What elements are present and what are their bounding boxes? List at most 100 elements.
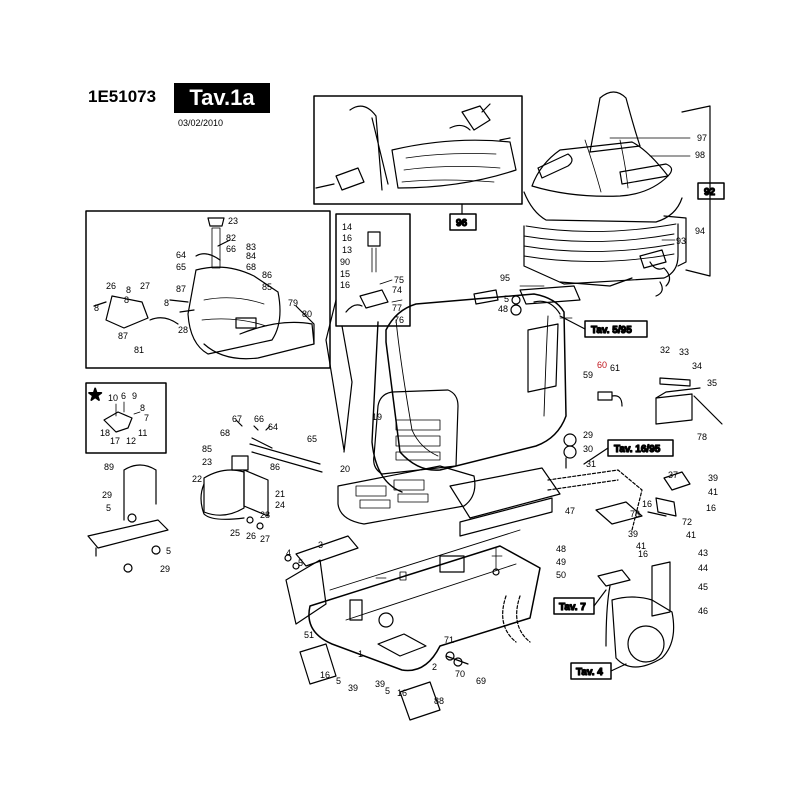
hood-drawing (371, 289, 573, 537)
part-number-label: 76 (394, 315, 404, 325)
drawing-code: 1E51073 (88, 87, 157, 106)
part-number-label: 20 (340, 464, 350, 474)
star-icon: ★ (88, 387, 103, 404)
part-number-label: 4 (286, 548, 291, 558)
plate-95 (519, 285, 581, 305)
part-number-label: 18 (100, 428, 110, 438)
part-number-label: 39 (628, 529, 638, 539)
part-number-label: 39 (708, 473, 718, 483)
part-number-label: 71 (444, 635, 454, 645)
drawing-date: 03/02/2010 (178, 118, 224, 128)
part-number-label: 5 (336, 676, 341, 686)
inset-seat-detail (313, 95, 523, 205)
part-number-label: 78 (697, 432, 707, 442)
part-number-label: 8 (124, 295, 129, 305)
part-number-label: 82 (226, 233, 236, 243)
part-number-label: 16 (320, 670, 330, 680)
bottom-fittings (284, 547, 503, 721)
part-number-label: 50 (556, 570, 566, 580)
hydraulic-tank-drawing (200, 419, 323, 530)
part-number-label: 27 (260, 534, 270, 544)
part-number-label: 8 (94, 303, 99, 313)
part-number-label: 13 (342, 245, 352, 255)
part-number-label: 79 (288, 298, 298, 308)
part-number-label: 29 (583, 430, 593, 440)
part-number-label: 45 (698, 582, 708, 592)
part-number-label: 59 (583, 370, 593, 380)
part-number-label: 7 (144, 413, 149, 423)
ref-tav-7: Tav. 7 (559, 602, 586, 613)
part-number-label: 39 (375, 679, 385, 689)
part-number-label: 28 (178, 325, 188, 335)
ref-arrow-leaders (553, 315, 674, 680)
part-number-label: 66 (226, 244, 236, 254)
inset-fuel-tank (85, 210, 331, 369)
part-number-label: 73 (630, 509, 640, 519)
part-number-label: 26 (246, 531, 256, 541)
ref-box-96 (449, 203, 477, 231)
part-number-label: 16 (397, 688, 407, 698)
part-number-label: 11 (138, 428, 147, 438)
part-number-label: 64 (176, 250, 186, 260)
ref-box-92-label: 92 (704, 187, 716, 198)
part-number-label: 22 (192, 474, 202, 484)
part-number-label: 16 (340, 280, 350, 290)
part-number-label: 8 (140, 403, 145, 413)
part-number-label: 87 (176, 284, 186, 294)
part-number-label: 51 (304, 630, 314, 640)
part-number-label: 44 (698, 563, 708, 573)
part-number-label: 32 (660, 345, 670, 355)
part-number-label: 61 (610, 363, 620, 373)
ref-box-96-label: 96 (456, 218, 468, 229)
part-number-label: 5 (298, 558, 303, 568)
part-number-label: 8 (126, 285, 131, 295)
part-number-label: 66 (254, 414, 264, 424)
part-number-label: 49 (556, 557, 566, 567)
part-number-label: 85 (202, 444, 212, 454)
part-number-label: 74 (392, 285, 402, 295)
part-number-label: 16 (642, 499, 652, 509)
part-number-label: 65 (307, 434, 317, 444)
bracket-drawing (647, 471, 691, 517)
part-number-label: 21 (275, 489, 285, 499)
part-number-label: 97 (697, 133, 707, 143)
part-number-label: 26 (106, 281, 116, 291)
part-number-label: 85 (262, 282, 272, 292)
part-number-label: 41 (636, 541, 646, 551)
part-number-label: 89 (104, 462, 114, 472)
part-number-label: 29 (160, 564, 170, 574)
part-number-label: 90 (340, 257, 350, 267)
part-number-label: 37 (668, 470, 678, 480)
ref-leaders-top-right (519, 105, 725, 287)
part-number-label: 5 (166, 546, 171, 556)
part-number-label: 47 (565, 506, 575, 516)
part-number-label: 75 (394, 275, 404, 285)
part-number-label: 39 (348, 683, 358, 693)
part-number-label: 48 (556, 544, 566, 554)
part-number-label: 41 (686, 530, 696, 540)
part-number-label: 14 (342, 222, 352, 232)
part-number-label: 17 (110, 436, 120, 446)
part-number-label: 30 (583, 444, 593, 454)
part-number-label: 60 (597, 360, 607, 370)
u-bolt-drawing (87, 464, 169, 573)
part-number-label: 2 (432, 662, 437, 672)
part-number-label: 3 (318, 540, 323, 550)
part-number-label: 19 (372, 412, 382, 422)
part-number-label: 16 (638, 549, 648, 559)
part-number-label: 95 (500, 273, 510, 283)
operator-seat-drawing (523, 91, 683, 297)
part-number-label: 29 (102, 490, 112, 500)
ref-tav-4: Tav. 4 (576, 667, 603, 678)
ref-tav-5-95: Tav. 5/95 (591, 325, 632, 336)
part-number-label: 8 (164, 298, 169, 308)
part-number-label: 27 (140, 281, 150, 291)
part-number-label: 5 (385, 686, 390, 696)
part-number-label: 1 (358, 649, 363, 659)
leader-switch (325, 299, 353, 453)
linkage-drawing (502, 469, 675, 668)
part-number-label: 9 (132, 391, 137, 401)
part-number-label: 23 (228, 216, 238, 226)
part-number-label: 24 (275, 500, 285, 510)
